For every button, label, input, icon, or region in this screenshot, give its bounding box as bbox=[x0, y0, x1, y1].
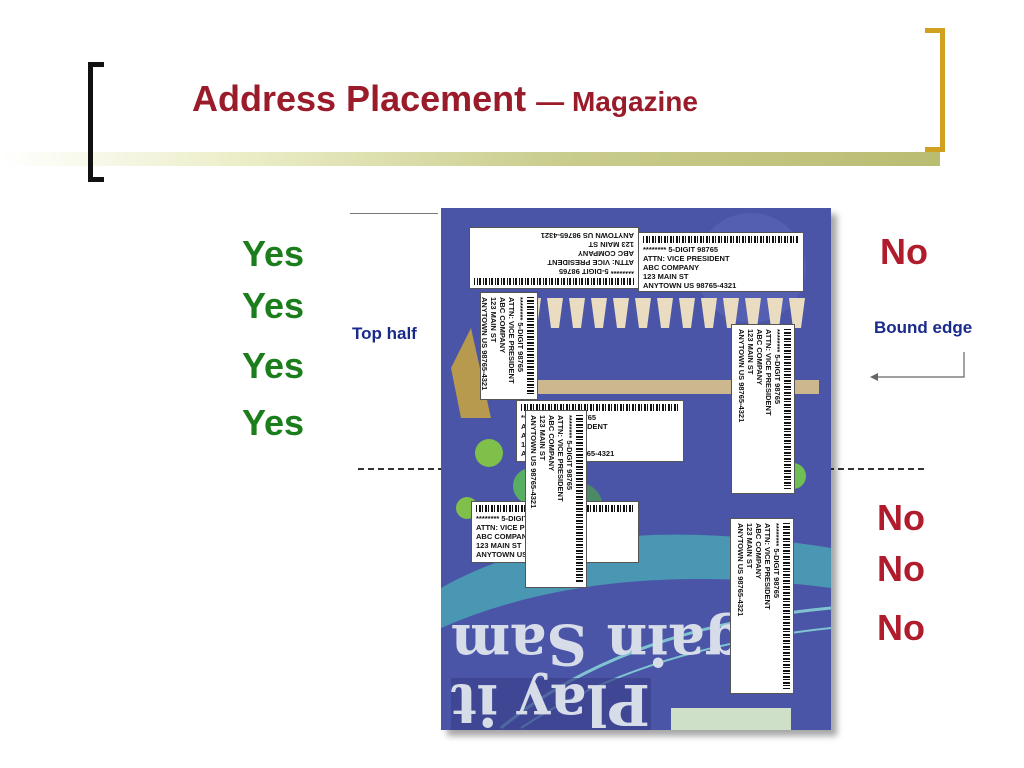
address-label-right-vertical-lower-slot: ******** 5-DIGIT 98765 ATTN: VICE PRESID… bbox=[730, 518, 794, 694]
no-label-2: No bbox=[877, 497, 925, 538]
no-label-1: No bbox=[880, 231, 928, 272]
title-main: Address Placement bbox=[192, 78, 527, 119]
yes-label-4: Yes bbox=[242, 402, 305, 443]
barcode bbox=[783, 523, 790, 689]
title-sub: — Magazine bbox=[536, 86, 698, 117]
no-label-3: No bbox=[877, 548, 925, 589]
barcode bbox=[576, 415, 583, 583]
bound-edge-arrow bbox=[870, 352, 965, 381]
yes-label-2: Yes bbox=[242, 285, 305, 326]
yes-label-3: Yes bbox=[242, 345, 305, 386]
address-label-top-right: ******** 5-DIGIT 98765 ATTN: VICE PRESID… bbox=[638, 232, 804, 292]
slide-title: Address Placement — Magazine bbox=[192, 78, 698, 123]
yes-label-1: Yes bbox=[242, 233, 305, 274]
header-band bbox=[0, 152, 940, 166]
address-label-center-vertical: ******** 5-DIGIT 98765 ATTN: VICE PRESID… bbox=[525, 410, 587, 588]
barcode bbox=[521, 404, 679, 411]
address-label-right-vertical-upper: ******** 5-DIGIT 98765 ATTN: VICE PRESID… bbox=[731, 324, 795, 494]
no-label-4: No bbox=[877, 607, 925, 648]
barcode bbox=[784, 329, 791, 489]
top-reference-line bbox=[350, 213, 438, 214]
magazine-cover: Play it Again Sam ******** 5-DIGIT 98765… bbox=[441, 208, 831, 730]
barcode bbox=[643, 236, 799, 243]
left-bracket bbox=[88, 62, 104, 182]
address-label-left-vertical: ******** 5-DIGIT 98765 ATTN: VICE PRESID… bbox=[480, 292, 538, 400]
address-label-left-vertical-slot: ******** 5-DIGIT 98765 ATTN: VICE PRESID… bbox=[480, 292, 538, 400]
barcode bbox=[474, 278, 634, 285]
top-half-note: Top half bbox=[352, 324, 417, 343]
bound-edge-note: Bound edge bbox=[874, 318, 973, 337]
address-label-right-vertical-lower: ******** 5-DIGIT 98765 ATTN: VICE PRESID… bbox=[730, 518, 794, 694]
address-label-right-vertical-upper-slot: ******** 5-DIGIT 98765 ATTN: VICE PRESID… bbox=[731, 324, 795, 494]
right-bracket bbox=[925, 28, 945, 152]
barcode bbox=[527, 297, 534, 395]
address-label-top-center-inverted: ******** 5-DIGIT 98765 ATTN: VICE PRESID… bbox=[469, 227, 639, 289]
address-label-center-vertical-slot: ******** 5-DIGIT 98765 ATTN: VICE PRESID… bbox=[525, 410, 587, 588]
